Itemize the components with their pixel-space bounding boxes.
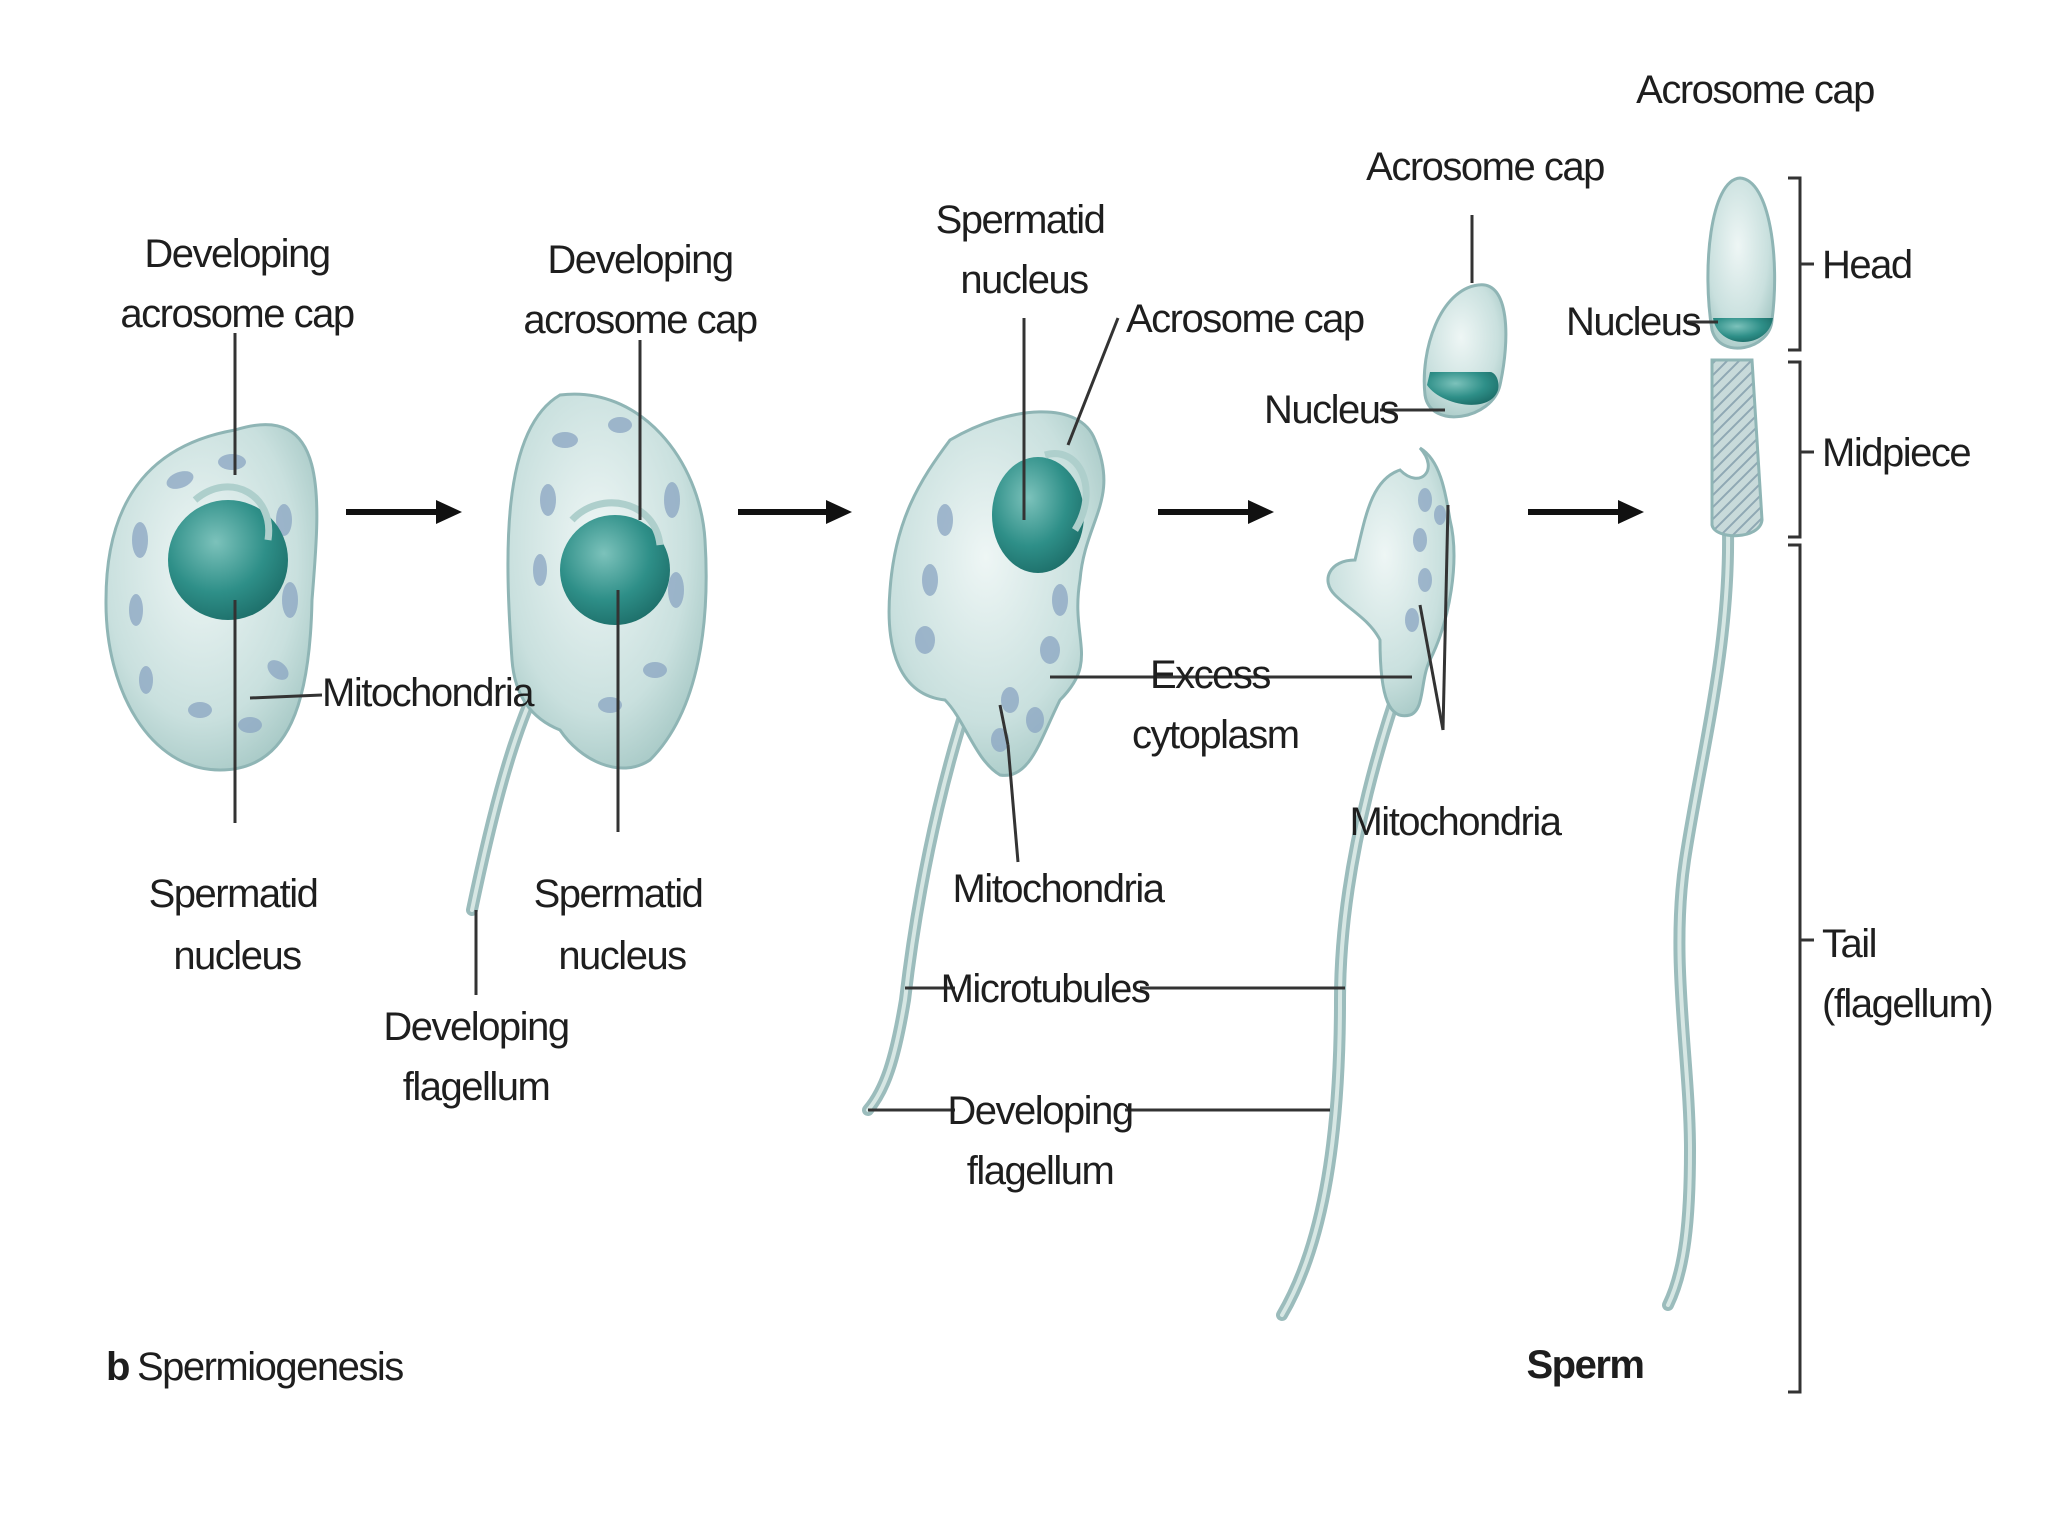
label-s3-microtubules: Microtubules <box>941 967 1150 1011</box>
label-s5-tail-line1: Tail <box>1822 922 1876 966</box>
caption-letter: b <box>106 1345 129 1389</box>
label-s3-mitochondria: Mitochondria <box>952 867 1165 911</box>
label-s5-midpiece: Midpiece <box>1822 431 1970 475</box>
label-s3-nucleus-line2: nucleus <box>960 258 1088 302</box>
stage-5-sperm <box>1668 178 1814 1392</box>
nucleus <box>992 457 1084 573</box>
arrow-4 <box>1528 500 1644 524</box>
label-s2-nucleus-line2: nucleus <box>558 934 686 978</box>
label-s1-acrosome-line1: Developing <box>144 232 329 276</box>
label-s3-flagellum-line2: flagellum <box>967 1149 1114 1193</box>
label-s1-mitochondria: Mitochondria <box>322 671 535 715</box>
label-s1-nucleus-line2: nucleus <box>173 934 301 978</box>
label-s3-excess-line1: Excess <box>1150 653 1270 697</box>
midpiece <box>1712 360 1762 536</box>
label-s5-acrosome: Acrosome cap <box>1636 68 1874 112</box>
label-sperm: Sperm <box>1527 1343 1644 1387</box>
stage-1-spermatid <box>106 333 322 823</box>
label-s3-acrosome: Acrosome cap <box>1126 297 1364 341</box>
label-s2-acrosome-line1: Developing <box>547 238 732 282</box>
label-s1-nucleus-line1: Spermatid <box>149 872 318 916</box>
label-s2-flagellum-line2: flagellum <box>403 1065 550 1109</box>
label-s2-flagellum-line1: Developing <box>383 1005 568 1049</box>
label-s5-tail-line2: (flagellum) <box>1822 982 1992 1026</box>
label-s3-flagellum-line1: Developing <box>947 1089 1132 1133</box>
label-s3-nucleus-line1: Spermatid <box>936 198 1105 242</box>
label-s4-nucleus: Nucleus <box>1264 388 1399 432</box>
arrow-1 <box>346 500 462 524</box>
label-s2-acrosome-line2: acrosome cap <box>523 298 756 342</box>
label-s2-nucleus-line1: Spermatid <box>534 872 703 916</box>
region-brackets <box>1788 178 1814 1392</box>
arrow-2 <box>738 500 852 524</box>
label-s3-excess-line2: cytoplasm <box>1132 713 1299 757</box>
stage-4-spermatid <box>1125 215 1506 1315</box>
caption-title: Spermiogenesis <box>137 1345 403 1389</box>
label-s5-head: Head <box>1822 243 1912 287</box>
arrow-3 <box>1158 500 1274 524</box>
label-s4-mitochondria: Mitochondria <box>1349 800 1562 844</box>
label-s1-acrosome-line2: acrosome cap <box>120 292 353 336</box>
label-s5-nucleus: Nucleus <box>1566 300 1701 344</box>
label-s4-acrosome: Acrosome cap <box>1366 145 1604 189</box>
